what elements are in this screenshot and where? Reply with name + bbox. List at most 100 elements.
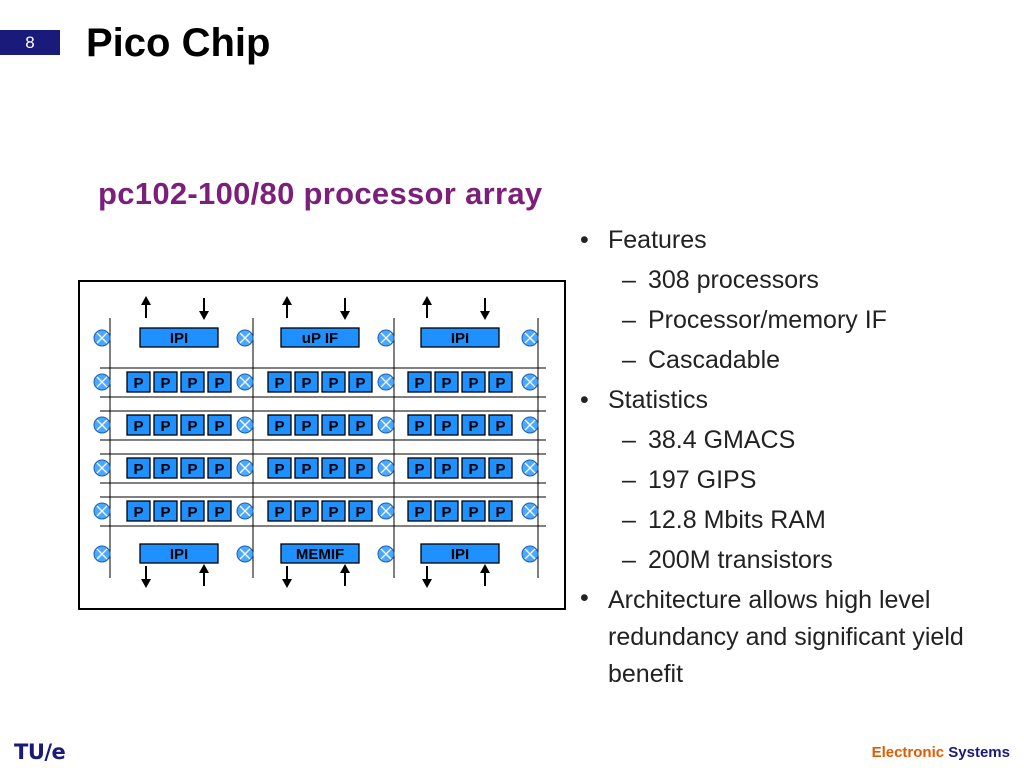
sub-bullet: 200M transistors: [576, 540, 1016, 580]
interface-block-top: [420, 327, 500, 348]
io-arrow-down: [480, 298, 490, 320]
crossbar-node-mark: [524, 419, 536, 431]
processor-cell: [488, 371, 513, 393]
crossbar-node-mark: [524, 462, 536, 474]
processor-cell: [434, 457, 459, 479]
crossbar-node-mark: [96, 548, 108, 560]
processor-label: P: [301, 461, 311, 478]
processor-cell: [180, 457, 205, 479]
crossbar-node-mark: [239, 376, 251, 388]
crossbar-node-mark: [239, 332, 251, 344]
processor-cell: [126, 414, 151, 436]
processor-cell: [321, 457, 346, 479]
interface-label-top: uP IF: [302, 330, 338, 347]
crossbar-node-mark: [239, 419, 251, 431]
processor-label: P: [414, 375, 424, 392]
interface-label-bottom: MEMIF: [296, 546, 344, 563]
processor-label: P: [133, 375, 143, 392]
crossbar-node-mark: [96, 376, 108, 388]
processor-label: P: [301, 418, 311, 435]
processor-label: P: [495, 375, 505, 392]
crossbar-node-mark: [380, 505, 392, 517]
processor-label: P: [187, 375, 197, 392]
processor-cell: [488, 500, 513, 522]
processor-cell: [407, 500, 432, 522]
processor-label: P: [133, 418, 143, 435]
sub-bullet: Cascadable: [576, 340, 1016, 380]
processor-label: P: [160, 504, 170, 521]
bullet-statistics: Statistics: [576, 380, 1016, 420]
processor-cell: [488, 457, 513, 479]
processor-label: P: [301, 504, 311, 521]
crossbar-node-mark: [380, 548, 392, 560]
processor-label: P: [301, 375, 311, 392]
io-arrow-down: [199, 298, 209, 320]
crossbar-node-mark: [96, 462, 108, 474]
footer-label: Electronic Systems: [872, 744, 1010, 761]
io-arrow-down: [282, 566, 292, 588]
processor-label: P: [495, 504, 505, 521]
interface-block-bottom: [139, 543, 219, 564]
processor-label: P: [214, 375, 224, 392]
processor-cell: [180, 414, 205, 436]
io-arrow-up: [199, 564, 209, 586]
crossbar-node-mark: [239, 548, 251, 560]
processor-cell: [126, 457, 151, 479]
processor-cell: [407, 371, 432, 393]
processor-cell: [321, 500, 346, 522]
processor-label: P: [468, 418, 478, 435]
processor-label: P: [414, 504, 424, 521]
processor-cell: [153, 414, 178, 436]
processor-label: P: [133, 461, 143, 478]
interface-block-bottom: [420, 543, 500, 564]
processor-cell: [348, 457, 373, 479]
crossbar-node-mark: [380, 376, 392, 388]
processor-label: P: [441, 375, 451, 392]
sub-bullet: 38.4 GMACS: [576, 420, 1016, 460]
processor-label: P: [495, 461, 505, 478]
processor-cell: [153, 457, 178, 479]
processor-cell: [294, 414, 319, 436]
crossbar-node-mark: [524, 548, 536, 560]
processor-cell: [321, 414, 346, 436]
interface-label-bottom: IPI: [170, 546, 188, 563]
processor-cell: [294, 457, 319, 479]
crossbar-node-mark: [96, 332, 108, 344]
interface-label-top: IPI: [451, 330, 469, 347]
processor-cell: [153, 371, 178, 393]
processor-label: P: [274, 418, 284, 435]
io-arrow-down: [422, 566, 432, 588]
processor-label: P: [355, 461, 365, 478]
crossbar-node-mark: [380, 332, 392, 344]
interface-label-top: IPI: [170, 330, 188, 347]
processor-cell: [207, 500, 232, 522]
processor-cell: [180, 371, 205, 393]
processor-cell: [267, 414, 292, 436]
io-arrow-up: [422, 296, 432, 318]
processor-cell: [407, 414, 432, 436]
processor-label: P: [441, 418, 451, 435]
processor-cell: [180, 500, 205, 522]
crossbar-node-mark: [524, 332, 536, 344]
processor-label: P: [328, 461, 338, 478]
processor-cell: [294, 371, 319, 393]
processor-label: P: [328, 504, 338, 521]
tue-logo: TU/e: [14, 740, 66, 764]
sub-bullet: 197 GIPS: [576, 460, 1016, 500]
processor-label: P: [160, 461, 170, 478]
processor-label: P: [328, 375, 338, 392]
crossbar-node-mark: [380, 419, 392, 431]
processor-label: P: [355, 504, 365, 521]
interface-block-bottom: [280, 543, 360, 564]
processor-label: P: [214, 504, 224, 521]
interface-block-top: [280, 327, 360, 348]
processor-cell: [267, 457, 292, 479]
processor-cell: [126, 371, 151, 393]
processor-cell: [488, 414, 513, 436]
io-arrow-down: [340, 298, 350, 320]
processor-label: P: [328, 418, 338, 435]
processor-label: P: [187, 504, 197, 521]
slide-number: 8: [0, 30, 60, 55]
